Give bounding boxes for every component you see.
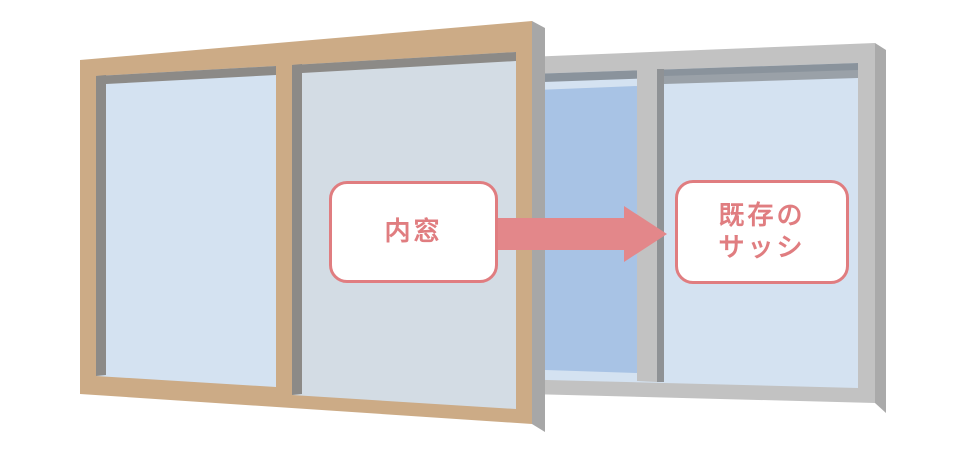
inner-window-label: 内窓: [329, 181, 498, 283]
inner-window-label-text: 内窓: [384, 216, 443, 247]
inner-window-left-glass: [96, 66, 276, 387]
inner-window-right-shadow-h: [292, 52, 516, 73]
inner-window-right-shadow-v: [292, 64, 302, 395]
inner-window-left-shadow-v: [96, 75, 106, 376]
arrow-to-existing-sash: [498, 206, 667, 262]
inner-window-left-shadow-h: [96, 66, 276, 84]
existing-sash-right-top-shadow: [664, 70, 858, 84]
existing-sash-mullion-shadow: [657, 69, 664, 382]
existing-sash-label: 既存の サッシ: [675, 180, 849, 284]
existing-sash-label-text: 既存の サッシ: [718, 200, 806, 264]
arrow-shaft: [498, 218, 626, 250]
existing-sash-side: [875, 43, 886, 413]
arrow-head: [624, 206, 667, 262]
